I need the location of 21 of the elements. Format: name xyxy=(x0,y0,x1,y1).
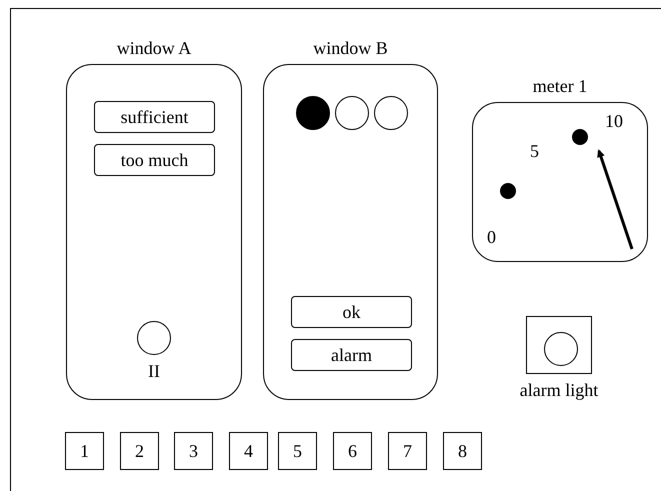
label-button: too much xyxy=(94,144,215,176)
scale-number: 10 xyxy=(605,112,623,130)
label-button: alarm xyxy=(291,339,412,371)
label-button: ok xyxy=(291,296,412,328)
number-box: 4 xyxy=(229,432,268,470)
number-box: 5 xyxy=(278,432,317,470)
filled-lamp xyxy=(296,96,330,130)
scale-number: 5 xyxy=(530,142,539,160)
panel-title: window A xyxy=(116,39,192,57)
lamp-label: II xyxy=(148,362,160,380)
number-box: 2 xyxy=(120,432,159,470)
scale-number: 0 xyxy=(487,228,496,246)
number-box: 6 xyxy=(333,432,372,470)
label-button: sufficient xyxy=(94,101,215,133)
number-box: 1 xyxy=(65,432,104,470)
number-box: 7 xyxy=(388,432,427,470)
number-box: 8 xyxy=(443,432,482,470)
number-box: 3 xyxy=(174,432,213,470)
panel-title: meter 1 xyxy=(532,77,588,95)
panel-title: window B xyxy=(313,39,388,57)
panel-title: alarm light xyxy=(520,381,598,399)
